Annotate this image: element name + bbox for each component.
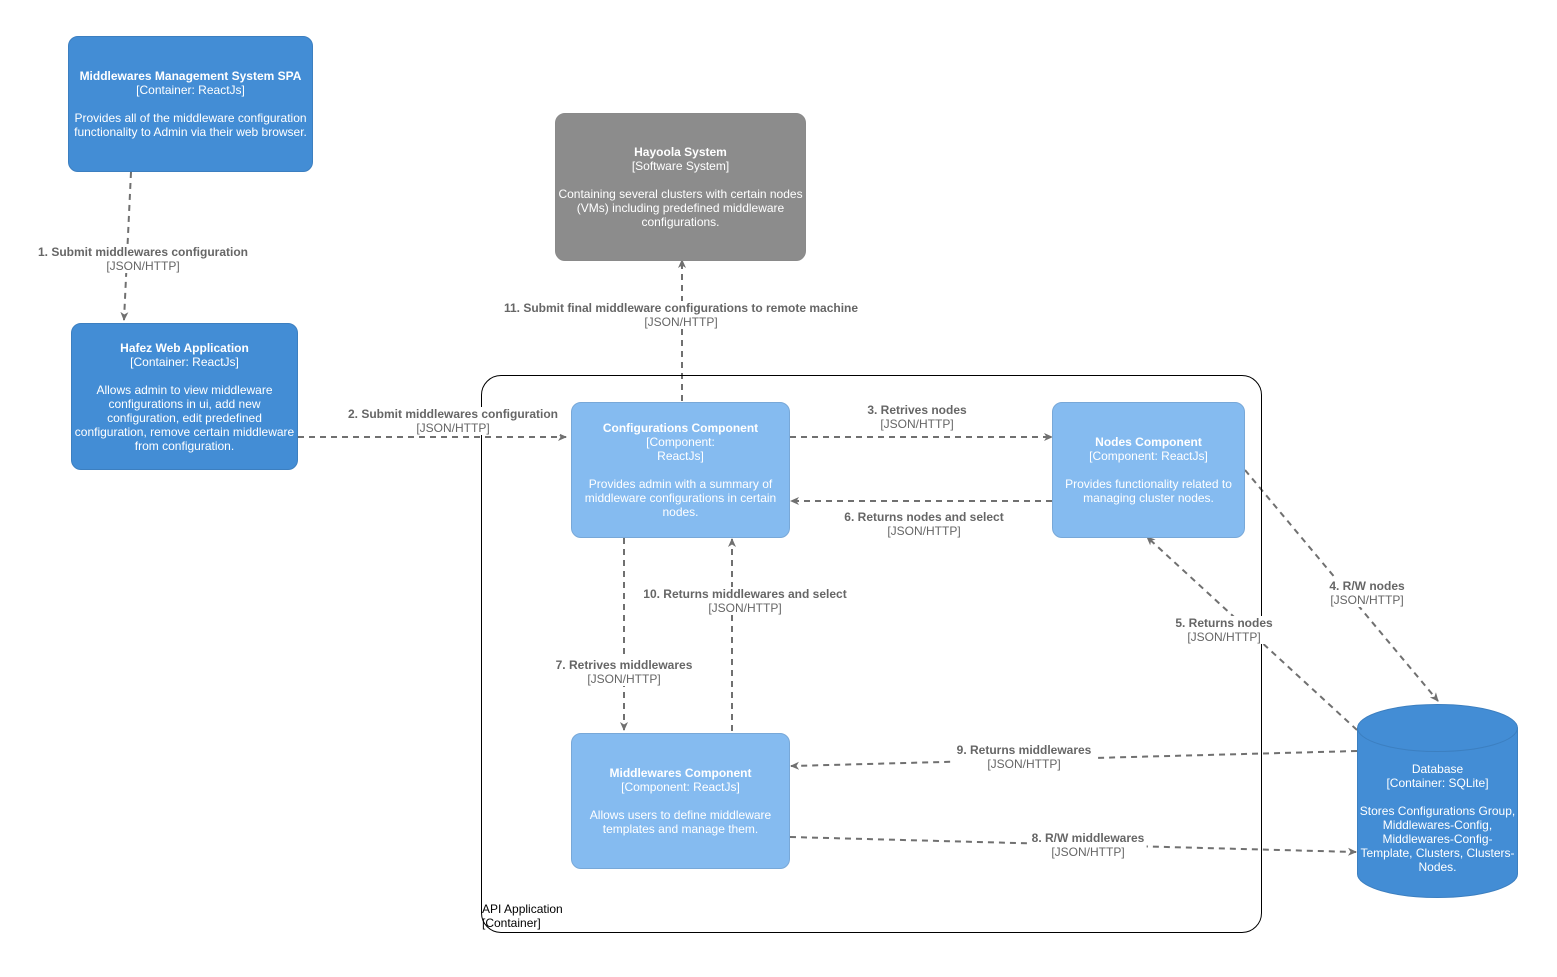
edge-1-title: 1. Submit middlewares configuration (37, 245, 249, 259)
spa-type: [Container: ReactJs] (136, 83, 245, 97)
hafez-description: Allows admin to view middleware configur… (74, 382, 295, 453)
spa-description: Provides all of the middleware configura… (74, 111, 307, 139)
api-application-boundary (481, 375, 1262, 933)
edge-4-title: 4. R/W nodes (1329, 579, 1405, 593)
edge-4-label: 4. R/W nodes [JSON/HTTP] (1327, 579, 1407, 607)
hayoola-description: Containing several clusters with certain… (558, 187, 803, 229)
edge-2-title: 2. Submit middlewares configuration (347, 407, 559, 421)
edge-7-tech: [JSON/HTTP] (587, 672, 661, 686)
edge-9-title: 9. Returns middlewares (956, 743, 1092, 757)
nodes-type: [Component: ReactJs] (1089, 449, 1208, 463)
hafez-web-application-box[interactable]: Hafez Web Application [Container: ReactJ… (71, 323, 298, 470)
configurations-type: [Component: ReactJs] (646, 435, 715, 463)
edge-5-title: 5. Returns nodes (1175, 616, 1273, 630)
configurations-component-box[interactable]: Configurations Component [Component: Rea… (571, 402, 790, 538)
edge-8-tech: [JSON/HTTP] (1051, 845, 1125, 859)
edge-11-tech: [JSON/HTTP] (644, 315, 718, 329)
edge-10-label: 10. Returns middlewares and select [JSON… (641, 587, 849, 615)
edge-2-tech: [JSON/HTTP] (416, 421, 490, 435)
spa-title: Middlewares Management System SPA (79, 69, 302, 83)
edge-8-title: 8. R/W middlewares (1031, 831, 1145, 845)
database-type: [Container: SQLite] (1386, 776, 1489, 790)
boundary-name: API Application (482, 902, 563, 916)
middlewares-component-box[interactable]: Middlewares Component [Component: ReactJ… (571, 733, 790, 869)
api-application-boundary-label: API Application [Container] (482, 902, 563, 930)
edge-7-title: 7. Retrives middlewares (555, 658, 693, 672)
edge-6-tech: [JSON/HTTP] (887, 524, 961, 538)
nodes-title: Nodes Component (1095, 435, 1202, 449)
edge-6-title: 6. Returns nodes and select (844, 510, 1004, 524)
configurations-description: Provides admin with a summary of middlew… (584, 477, 777, 519)
edge-10-tech: [JSON/HTTP] (708, 601, 782, 615)
edge-4-tech: [JSON/HTTP] (1330, 593, 1404, 607)
edge-9-label: 9. Returns middlewares [JSON/HTTP] (954, 743, 1094, 771)
middlewares-type: [Component: ReactJs] (621, 780, 740, 794)
edge-11-title: 11. Submit final middleware configuratio… (503, 301, 859, 315)
edge-1-label: 1. Submit middlewares configuration [JSO… (35, 245, 251, 273)
edge-3-title: 3. Retrives nodes (867, 403, 967, 417)
edge-5-label: 5. Returns nodes [JSON/HTTP] (1173, 616, 1275, 644)
spa-container-box[interactable]: Middlewares Management System SPA [Conta… (68, 36, 313, 172)
middlewares-title: Middlewares Component (609, 766, 752, 780)
hayoola-title: Hayoola System (634, 145, 727, 159)
edge-1-line[interactable] (120, 171, 132, 321)
database-title: Database (1411, 762, 1464, 776)
nodes-component-box[interactable]: Nodes Component [Component: ReactJs] Pro… (1052, 402, 1245, 538)
hayoola-type: [Software System] (631, 159, 730, 173)
database-description: Stores Configurations Group, Middlewares… (1359, 804, 1516, 874)
edge-8-label: 8. R/W middlewares [JSON/HTTP] (1029, 831, 1147, 859)
edge-1-tech: [JSON/HTTP] (106, 259, 180, 273)
configurations-title: Configurations Component (602, 421, 759, 435)
edge-11-label: 11. Submit final middleware configuratio… (501, 301, 861, 329)
edge-6-label: 6. Returns nodes and select [JSON/HTTP] (842, 510, 1006, 538)
edge-7-label: 7. Retrives middlewares [JSON/HTTP] (553, 658, 695, 686)
hayoola-system-box[interactable]: Hayoola System [Software System] Contain… (555, 113, 806, 261)
hafez-type: [Container: ReactJs] (130, 354, 239, 369)
edge-3-tech: [JSON/HTTP] (880, 417, 954, 431)
edge-10-title: 10. Returns middlewares and select (643, 587, 847, 601)
edge-9-tech: [JSON/HTTP] (987, 757, 1061, 771)
middlewares-description: Allows users to define middleware templa… (589, 808, 772, 836)
database-cylinder-shape (1357, 704, 1518, 898)
edge-3-label: 3. Retrives nodes [JSON/HTTP] (865, 403, 969, 431)
edge-5-line[interactable] (1146, 536, 1358, 731)
edge-2-label: 2. Submit middlewares configuration [JSO… (345, 407, 561, 435)
edge-5-tech: [JSON/HTTP] (1187, 630, 1261, 644)
nodes-description: Provides functionality related to managi… (1065, 477, 1232, 505)
database-cylinder[interactable]: Database [Container: SQLite] Stores Conf… (1357, 704, 1518, 898)
boundary-type: [Container] (482, 916, 541, 930)
hafez-title: Hafez Web Application (120, 340, 249, 355)
